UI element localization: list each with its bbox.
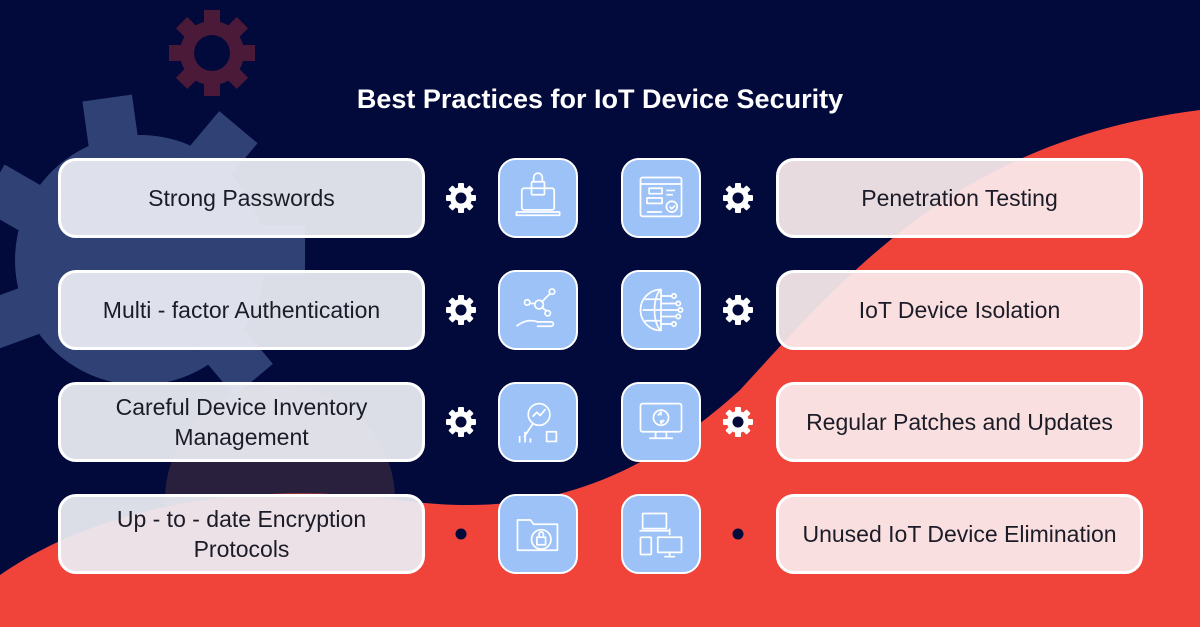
practice-label: Strong Passwords <box>148 185 335 211</box>
laptop-lock-icon <box>498 158 578 238</box>
devices-icon <box>621 494 701 574</box>
practice-card-right: Unused IoT Device Elimination <box>776 494 1143 574</box>
gear-icon <box>444 181 478 215</box>
monitor-update-icon <box>621 382 701 462</box>
gear-icon <box>721 517 755 551</box>
flowchart-check-icon <box>621 158 701 238</box>
gear-icon <box>721 405 755 439</box>
practice-label: Careful Device Inventory Management <box>115 394 368 450</box>
gear-icon <box>721 181 755 215</box>
practice-label: Penetration Testing <box>861 185 1058 211</box>
large-gear-decoration <box>0 94 305 397</box>
practice-label: Multi - factor Authentication <box>102 297 381 323</box>
practice-card-right: IoT Device Isolation <box>776 270 1143 350</box>
page-title: Best Practices for IoT Device Security <box>356 84 844 114</box>
gear-icon <box>444 517 478 551</box>
practice-label: Regular Patches and Updates <box>806 409 1113 435</box>
practice-card-right: Penetration Testing <box>776 158 1143 238</box>
hand-network-icon <box>498 270 578 350</box>
practice-label: IoT Device Isolation <box>858 297 1061 323</box>
globe-circuit-icon <box>621 270 701 350</box>
practice-card-left: Strong Passwords <box>58 158 425 238</box>
small-gear-decoration <box>169 10 255 96</box>
practice-label: Up - to - date Encryption Protocols <box>116 506 367 562</box>
practice-card-left: Careful Device Inventory Management <box>58 382 425 462</box>
practice-card-right: Regular Patches and Updates <box>776 382 1143 462</box>
folder-lock-icon <box>498 494 578 574</box>
gear-icon <box>444 293 478 327</box>
practice-card-left: Up - to - date Encryption Protocols <box>58 494 425 574</box>
analytics-search-icon <box>498 382 578 462</box>
gear-icon <box>444 405 478 439</box>
practice-card-left: Multi - factor Authentication <box>58 270 425 350</box>
practice-label: Unused IoT Device Elimination <box>802 521 1117 547</box>
gear-icon <box>721 293 755 327</box>
